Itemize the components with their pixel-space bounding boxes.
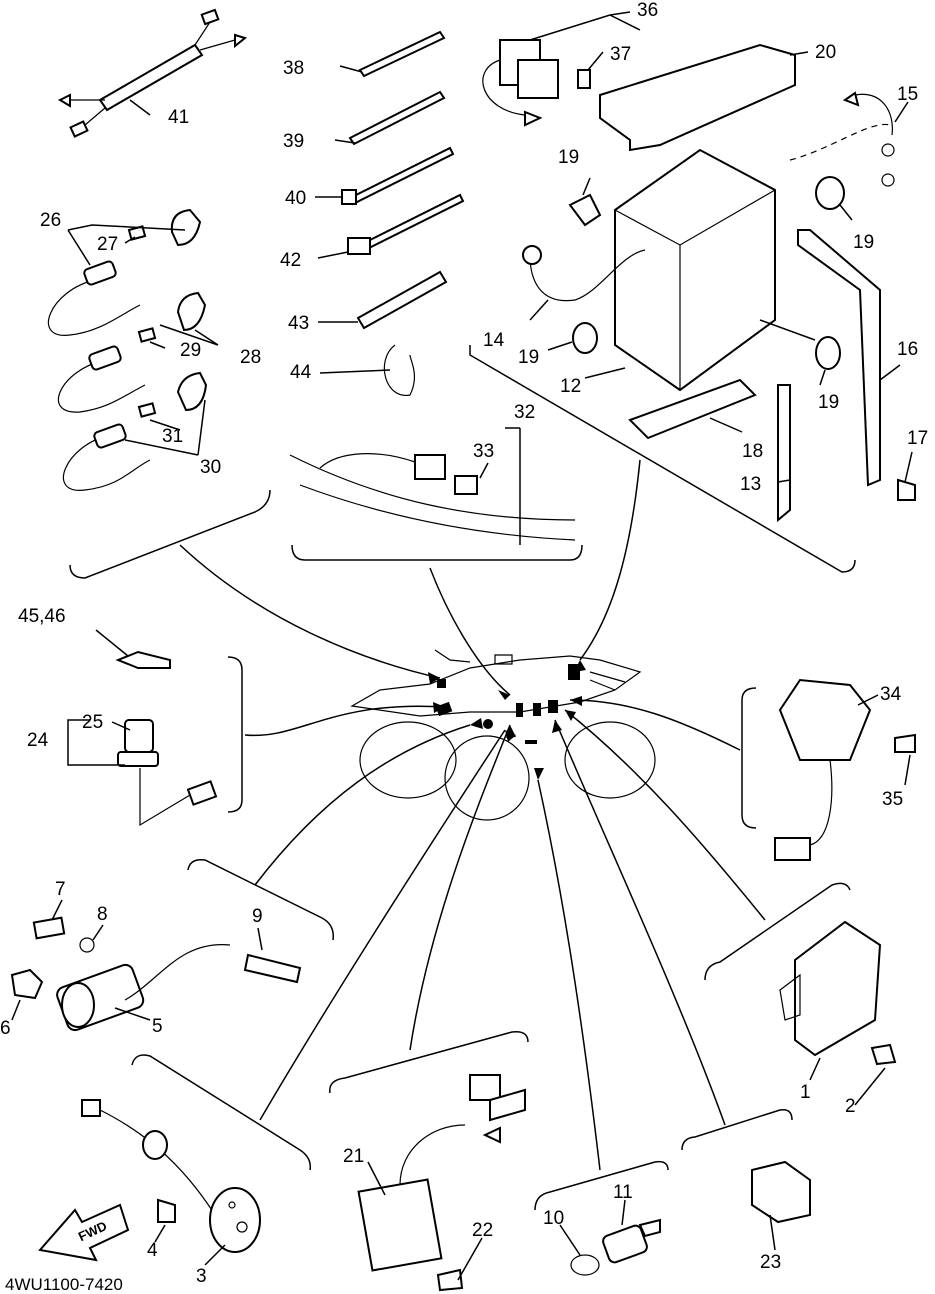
callout-18: 18: [742, 441, 763, 462]
callout-13: 13: [740, 474, 761, 495]
parts-26-31-plug-leads: [48, 208, 208, 491]
parts-32-33-relay: [289, 453, 576, 541]
callout-19-c: 19: [518, 347, 539, 368]
callout-45-46: 45,46: [18, 606, 66, 627]
callout-3: 3: [196, 1266, 207, 1287]
parts-38-44-clamps: [341, 30, 465, 396]
callout-29: 29: [180, 340, 201, 361]
callout-22: 22: [472, 1220, 493, 1241]
callout-16: 16: [897, 339, 918, 360]
callout-11: 11: [613, 1182, 633, 1203]
callout-25: 25: [82, 712, 103, 733]
callout-6: 6: [0, 1018, 11, 1039]
callout-39: 39: [283, 131, 304, 152]
callout-26: 26: [40, 210, 61, 231]
callout-leaders: [11, 11, 913, 1281]
callout-36: 36: [637, 0, 658, 21]
part-41-lead: [57, 8, 248, 138]
atv-silhouette: [350, 649, 656, 821]
callout-10: 10: [543, 1208, 564, 1229]
callout-20: 20: [815, 42, 836, 63]
callout-14: 14: [483, 330, 505, 351]
callout-30: 30: [200, 457, 221, 478]
callout-4: 4: [147, 1240, 158, 1261]
callout-9: 9: [252, 906, 263, 927]
callout-2: 2: [845, 1096, 856, 1117]
callout-19-b: 19: [853, 232, 874, 253]
parts-1-2-cdi: [779, 920, 897, 1066]
parts-34-35-unit: [774, 678, 916, 861]
parts-24-25-main-switch: [115, 650, 218, 827]
callout-31: 31: [162, 426, 183, 447]
callout-32: 32: [514, 402, 535, 423]
callout-1: 1: [800, 1082, 811, 1103]
callout-43: 43: [288, 313, 309, 334]
callout-19-d: 19: [818, 392, 839, 413]
callout-33: 33: [473, 441, 494, 462]
parts-3-4-pickup: [81, 1099, 261, 1253]
callout-28: 28: [240, 347, 261, 368]
part-23-cover: [751, 1160, 811, 1224]
callout-41: 41: [168, 107, 189, 128]
callout-40: 40: [285, 188, 306, 209]
callout-23: 23: [760, 1252, 781, 1273]
callout-5: 5: [152, 1016, 163, 1037]
leader-lines: [179, 459, 766, 1171]
callout-15: 15: [897, 84, 918, 105]
callout-37: 37: [610, 44, 631, 65]
callout-44: 44: [290, 362, 312, 383]
callout-35: 35: [882, 789, 903, 810]
callout-17: 17: [907, 428, 928, 449]
callout-12: 12: [560, 376, 581, 397]
forward-arrow: [38, 1203, 130, 1262]
callout-19-a: 19: [558, 147, 579, 168]
parts-36-37-starter-relay: [482, 39, 591, 127]
parts-21-22-rectifier: [357, 1074, 526, 1292]
callout-24: 24: [27, 730, 49, 751]
callout-27: 27: [97, 234, 118, 255]
callout-7: 7: [55, 879, 66, 900]
parts-5-9-starter-relay: [10, 916, 302, 1032]
callout-8: 8: [97, 904, 108, 925]
callout-21: 21: [343, 1146, 364, 1167]
group-brackets: [69, 345, 856, 1211]
callout-42: 42: [280, 250, 301, 271]
callout-38: 38: [283, 58, 304, 79]
battery-area: [522, 43, 916, 523]
drawing-code: 4WU1100-7420: [5, 1275, 123, 1294]
parts-10-11-switch: [570, 1218, 661, 1276]
callout-34: 34: [880, 684, 902, 705]
